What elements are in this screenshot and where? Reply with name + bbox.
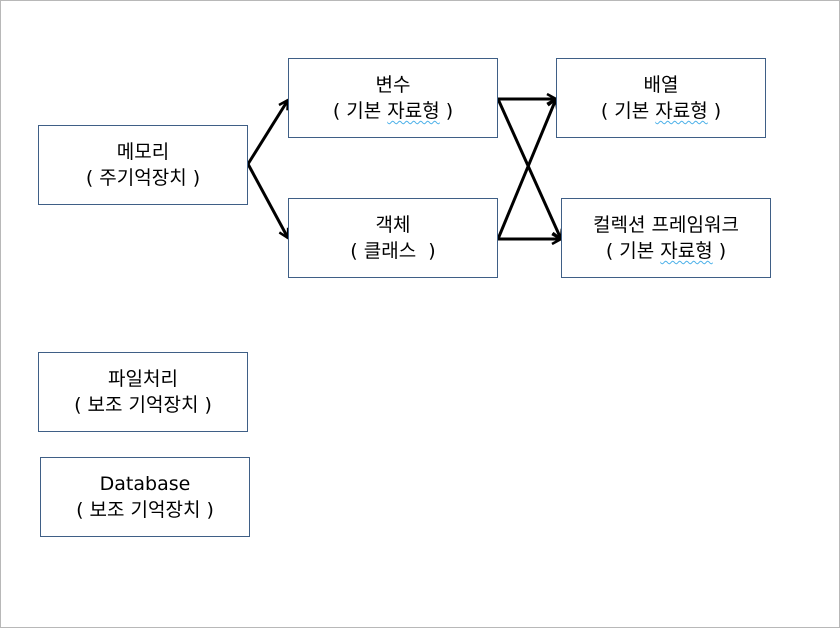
box-variable-subtitle: ( 기본 자료형 ): [332, 100, 454, 122]
box-object[interactable]: 객체 ( 클래스 ): [288, 198, 498, 278]
box-database-subtitle: ( 보조 기억장치 ): [76, 499, 214, 521]
arrow-variable-to-collection: [496, 98, 561, 239]
box-file-subtitle: ( 보조 기억장치 ): [74, 394, 212, 416]
box-file-title: 파일처리: [108, 368, 178, 390]
box-array-subtitle: ( 기본 자료형 ): [600, 100, 722, 122]
arrow-memory-to-object: [246, 163, 288, 238]
box-variable[interactable]: 변수 ( 기본 자료형 ): [288, 58, 498, 138]
box-memory[interactable]: 메모리 ( 주기억장치 ): [38, 125, 248, 205]
box-variable-title: 변수: [375, 74, 411, 96]
box-memory-title: 메모리: [116, 141, 170, 163]
arrow-object-to-array: [496, 99, 556, 240]
box-array-title: 배열: [643, 74, 679, 96]
box-memory-subtitle: ( 주기억장치 ): [85, 167, 201, 189]
arrow-memory-to-variable: [246, 100, 288, 165]
box-object-title: 객체: [375, 214, 411, 236]
box-collection[interactable]: 컬렉션 프레임워크 ( 기본 자료형 ): [561, 198, 771, 278]
box-collection-subtitle: ( 기본 자료형 ): [605, 240, 727, 262]
box-file[interactable]: 파일처리 ( 보조 기억장치 ): [38, 352, 248, 432]
box-database[interactable]: Database ( 보조 기억장치 ): [40, 457, 250, 537]
box-collection-title: 컬렉션 프레임워크: [593, 214, 739, 236]
box-array[interactable]: 배열 ( 기본 자료형 ): [556, 58, 766, 138]
box-database-title: Database: [99, 473, 191, 495]
box-object-subtitle: ( 클래스 ): [350, 240, 436, 262]
